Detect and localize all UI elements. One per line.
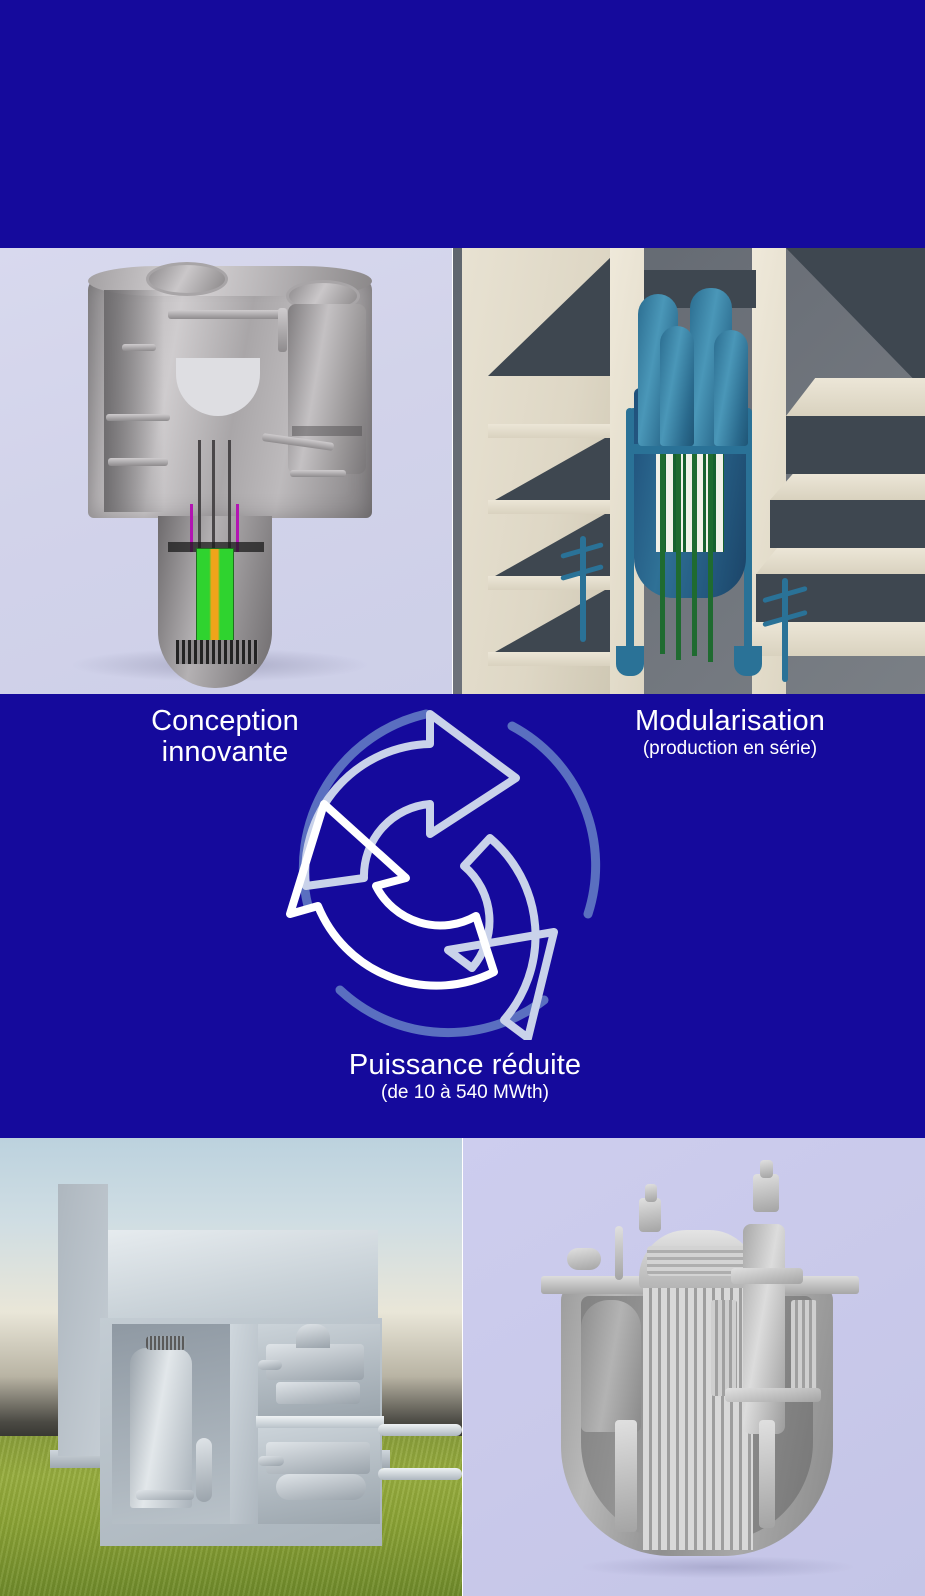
building-side-wall <box>58 1184 108 1456</box>
fuel-rod-2 <box>676 454 681 660</box>
pipe-lower-in <box>258 1456 284 1466</box>
vertical-pipe-center <box>196 1438 212 1502</box>
cycle-band: Conception innovante Modularisation (pro… <box>0 694 925 1138</box>
image-plant-building-exterior <box>0 1138 462 1596</box>
pipe-left-2 <box>106 414 170 421</box>
wall-shadow-right-2 <box>786 416 925 474</box>
control-rod-2 <box>212 440 215 550</box>
floor-right-1 <box>786 378 925 416</box>
label-modularisation: Modularisation (production en série) <box>540 706 920 759</box>
grey-vessel-head <box>639 1230 757 1288</box>
machine-room-floor <box>256 1416 384 1428</box>
bottom-image-row <box>0 1138 925 1596</box>
drive-motor-right-cap <box>760 1160 773 1178</box>
label-conception-line2: innovante <box>161 735 289 768</box>
outer-arc-right <box>507 721 601 919</box>
core-marker-right <box>236 504 239 552</box>
reactor-containment-cylinder <box>130 1348 192 1508</box>
steam-generator-c <box>660 326 694 446</box>
pipe-right-2 <box>290 470 346 477</box>
pipe-upper-in <box>258 1360 282 1370</box>
control-rod-3 <box>228 440 231 550</box>
drive-motor-left-cap <box>645 1184 657 1202</box>
vessel-upper-small <box>296 1324 330 1348</box>
building-center-column <box>230 1324 258 1524</box>
support-rail-right <box>759 1420 775 1528</box>
pipe-left-3 <box>108 458 168 466</box>
antenna-left-stem <box>580 536 586 642</box>
top-image-row <box>0 248 925 694</box>
arrow-bottom-right <box>444 834 558 1040</box>
pipe-foot-right <box>734 646 762 676</box>
label-modularisation-sub: (production en série) <box>642 737 818 759</box>
top-row-seam <box>452 248 453 694</box>
antenna-right-stem <box>782 578 788 682</box>
label-puissance-title: Puissance réduite <box>348 1049 582 1081</box>
condenser-upper <box>276 1382 360 1404</box>
floor-right-4 <box>752 622 925 656</box>
floor-left-2 <box>488 500 614 514</box>
image-reactor-building-cutaway <box>452 248 925 694</box>
external-pipe-upper <box>378 1424 462 1436</box>
fuel-rod-1 <box>660 454 665 654</box>
label-conception: Conception innovante <box>60 706 390 767</box>
fuel-core-assembly <box>196 548 234 644</box>
pump-column-right <box>743 1224 785 1434</box>
downcomer-left <box>581 1300 641 1432</box>
pipe-top-down <box>278 308 287 352</box>
upper-core-plate <box>168 542 264 552</box>
label-puissance: Puissance réduite (de 10 à 540 MWth) <box>230 1050 700 1103</box>
drive-motor-left <box>639 1198 661 1232</box>
vessel-support-plate <box>628 444 752 454</box>
generator-lower <box>276 1474 366 1500</box>
three-arrows-cycle-icon <box>286 709 601 1040</box>
core-marker-left <box>190 504 193 552</box>
standpipe-left <box>615 1226 623 1280</box>
image-reactor-vessel-cad <box>0 248 452 694</box>
heat-exchanger-a <box>711 1300 737 1396</box>
coolant-pipe-left <box>626 408 634 664</box>
image-reactor-cad-grey <box>463 1138 925 1596</box>
pump-flange <box>731 1268 803 1284</box>
support-rail-left <box>615 1420 637 1532</box>
arrow-left <box>286 800 498 990</box>
pipe-left-1 <box>122 344 156 351</box>
grey-reactor-shadow <box>583 1556 853 1578</box>
floor-left-1 <box>488 424 614 438</box>
internals-grid <box>146 1336 186 1350</box>
coolant-pipe-right <box>744 408 752 664</box>
lower-core-grid <box>176 640 258 664</box>
side-nozzle-left <box>567 1248 601 1270</box>
drive-motor-right <box>753 1174 779 1212</box>
cycle-diagram <box>278 700 618 1040</box>
label-puissance-sub: (de 10 à 540 MWth) <box>381 1081 549 1103</box>
label-conception-line1: Conception <box>151 705 299 737</box>
heat-exchanger-b <box>791 1300 817 1396</box>
fuel-rod-3 <box>692 454 697 656</box>
floor-right-2 <box>770 474 925 500</box>
pipe-top-cross <box>168 310 286 319</box>
outer-arc-bottom <box>335 985 549 1038</box>
fuel-rod-4 <box>708 454 713 662</box>
wall-shadow-right-1 <box>786 248 925 398</box>
hx-lower-plate <box>725 1388 821 1402</box>
vessel-cut-face <box>104 290 164 512</box>
building-roof-block <box>58 1230 378 1334</box>
floor-left-3 <box>488 576 614 590</box>
external-pipe-lower <box>378 1468 462 1480</box>
nozzle-left <box>146 262 228 296</box>
pipe-foot-left <box>616 646 644 676</box>
control-rod-1 <box>198 440 201 550</box>
label-modularisation-title: Modularisation <box>635 705 825 737</box>
top-blue-banner <box>0 0 925 248</box>
lower-pipe-left <box>136 1490 194 1500</box>
floor-right-3 <box>756 548 925 574</box>
steam-generator-d <box>714 330 748 446</box>
wall-shadow-right-3 <box>770 500 925 548</box>
turbine-skid-upper <box>266 1344 364 1380</box>
floor-left-4 <box>488 652 614 666</box>
